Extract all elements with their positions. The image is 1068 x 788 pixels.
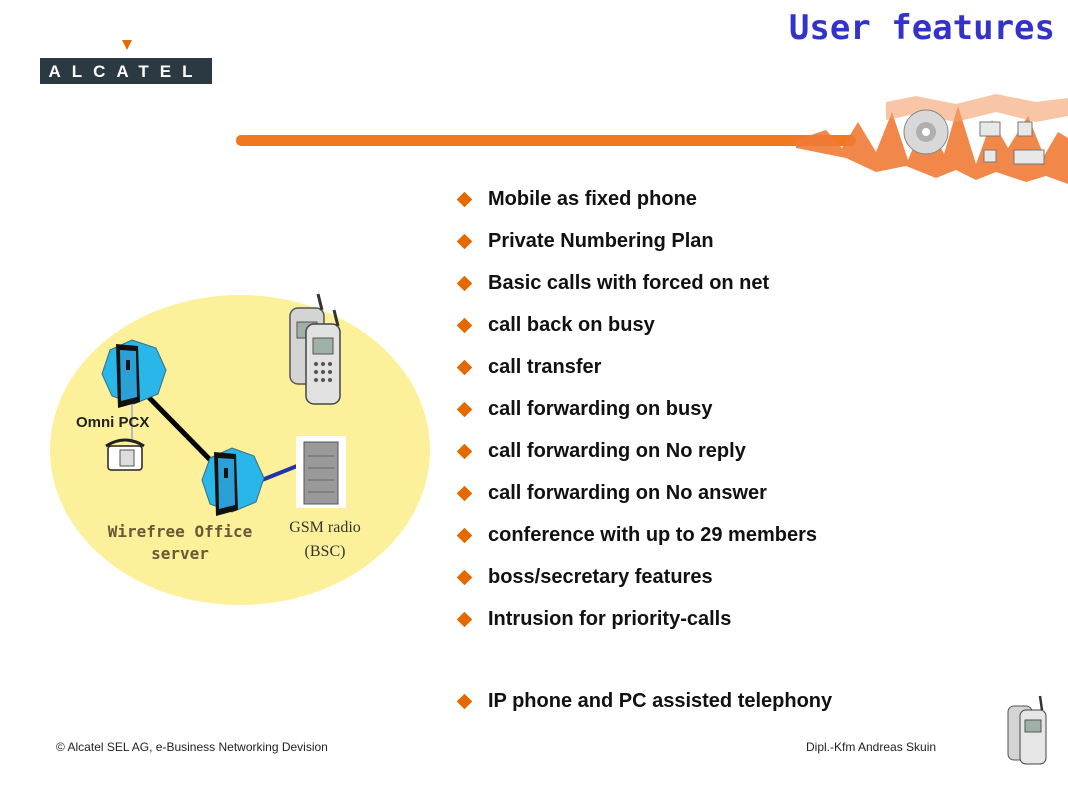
page-title: User features xyxy=(788,8,1055,48)
diamond-bullet-icon xyxy=(456,275,473,291)
diamond-bullet-icon xyxy=(456,317,473,333)
footer-author: Dipl.-Kfm Andreas Skuin xyxy=(806,740,937,754)
list-item-label: Basic calls with forced on net xyxy=(488,271,770,294)
diamond-bullet-icon xyxy=(456,443,473,459)
diamond-bullet-icon xyxy=(456,569,473,585)
list-item-label: call forwarding on No reply xyxy=(488,439,746,462)
list-item: call forwarding on No answer xyxy=(456,478,767,508)
list-item-label: call transfer xyxy=(488,355,602,378)
list-item-label: call back on busy xyxy=(488,313,655,336)
omni-pcx-label: Omni PCX xyxy=(76,414,150,431)
list-item: IP phone and PC assisted telephony xyxy=(456,686,832,716)
list-item-label: Private Numbering Plan xyxy=(488,229,714,252)
alcatel-logo: ALCATEL xyxy=(40,40,212,84)
diamond-bullet-icon xyxy=(456,693,473,709)
list-item-label: Intrusion for priority-calls xyxy=(488,607,732,630)
footer-copyright: © Alcatel SEL AG, e-Business Networking … xyxy=(56,740,328,754)
diamond-bullet-icon xyxy=(456,485,473,501)
list-item: Basic calls with forced on net xyxy=(456,268,769,298)
diamond-bullet-icon xyxy=(456,611,473,627)
list-item: Private Numbering Plan xyxy=(456,226,714,256)
list-item: call forwarding on busy xyxy=(456,394,712,424)
list-item-label: boss/secretary features xyxy=(488,565,713,588)
desk-phone-icon xyxy=(105,438,145,471)
list-item: call forwarding on No reply xyxy=(456,436,746,466)
wirefree-server-icon xyxy=(201,447,265,516)
wirefree-server-label: Wirefree Office server xyxy=(90,521,270,565)
list-item: call transfer xyxy=(456,352,601,382)
diamond-bullet-icon xyxy=(456,233,473,249)
list-item-label: conference with up to 29 members xyxy=(488,523,817,546)
list-item: boss/secretary features xyxy=(456,562,713,592)
diamond-bullet-icon xyxy=(456,359,473,375)
logo-wordmark: ALCATEL xyxy=(48,62,203,81)
list-item-label: call forwarding on No answer xyxy=(488,481,767,504)
gsm-rack-icon xyxy=(296,436,346,508)
list-item: call back on busy xyxy=(456,310,655,340)
gsm-radio-label: GSM radio (BSC) xyxy=(270,516,380,564)
network-diagram xyxy=(50,293,430,605)
wirefree-label-line2: server xyxy=(151,544,209,563)
list-item: Intrusion for priority-calls xyxy=(456,604,731,634)
diamond-bullet-icon xyxy=(456,401,473,417)
list-item-label: Mobile as fixed phone xyxy=(488,187,697,210)
list-item: conference with up to 29 members xyxy=(456,520,817,550)
diamond-bullet-icon xyxy=(456,191,473,207)
mobile-phone-icon xyxy=(1007,695,1047,765)
list-item-label: call forwarding on busy xyxy=(488,397,713,420)
mobile-phone-icon xyxy=(305,309,341,405)
bsc-link xyxy=(261,462,303,482)
diamond-bullet-icon xyxy=(456,527,473,543)
banner-graphic xyxy=(236,94,1068,184)
list-item: Mobile as fixed phone xyxy=(456,184,697,214)
list-item-label: IP phone and PC assisted telephony xyxy=(488,689,833,712)
omni-pcx-icon xyxy=(101,339,167,408)
gsm-label-line1: GSM radio xyxy=(289,519,361,536)
wirefree-label-line1: Wirefree Office xyxy=(107,522,253,541)
gsm-label-line2: (BSC) xyxy=(304,543,346,560)
